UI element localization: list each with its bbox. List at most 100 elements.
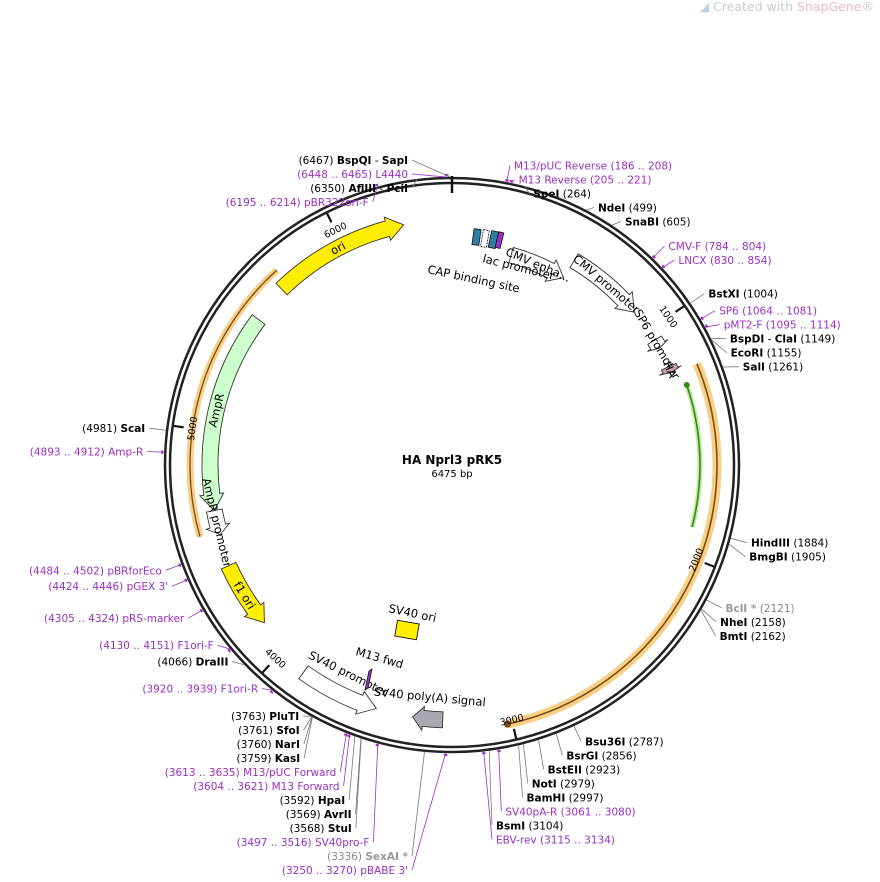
sv40-ori-glyph	[394, 619, 420, 641]
site-name: BsmI	[496, 820, 525, 832]
site-pos: (4893 .. 4912)	[30, 446, 105, 458]
tick-6000	[326, 212, 333, 223]
site-name: BamHI	[527, 792, 566, 804]
leader-line	[701, 608, 717, 623]
site-label-sv40pa-r: SV40pA-R (3061 .. 3080)	[505, 806, 635, 818]
site-pos: (3604 .. 3621)	[193, 781, 268, 793]
site-pos: (3115 .. 3134)	[540, 834, 615, 846]
site-label-l4440: (6448 .. 6465) L4440	[297, 169, 408, 181]
leader-line	[348, 736, 356, 801]
site-pos: (3568)	[290, 823, 325, 835]
leader-line	[690, 293, 705, 304]
site-label-nari: (3760) NarI	[237, 739, 300, 751]
site-label-lncx: LNCX (830 .. 854)	[678, 255, 771, 267]
leader-line	[488, 750, 493, 826]
cmv-enhancer-arrow	[508, 246, 565, 282]
site-pos: (1155)	[767, 348, 802, 360]
site-pos: (4066)	[157, 656, 192, 668]
site-pos: (2997)	[569, 792, 604, 804]
leader-line	[555, 733, 563, 756]
site-label-prs-marker: (4305 .. 4324) pRS-marker	[44, 613, 185, 625]
site-name: BmgBI	[749, 552, 787, 564]
plasmid-length: 6475 bp	[431, 469, 472, 480]
orf-line	[507, 363, 718, 725]
cds-line	[685, 384, 701, 528]
site-name: M13/pUC Forward	[243, 767, 336, 779]
site-label-bamhi: BamHI (2997)	[527, 792, 604, 804]
site-label-f1ori-f: (4130 .. 4151) F1ori-F	[99, 640, 214, 652]
site-label-pbrforeco: (4484 .. 4502) pBRforEco	[29, 565, 162, 577]
site-label-pmt2-f: pMT2-F (1095 .. 1114)	[724, 320, 841, 332]
primer-mark	[227, 648, 232, 653]
site-name: BstEII	[548, 764, 582, 776]
site-name: SV40pro-F	[315, 837, 369, 849]
site-pos: (1149)	[800, 334, 835, 346]
site-name: F1ori-F	[178, 640, 214, 652]
site-pos: (2856)	[602, 750, 637, 762]
leader-line	[585, 207, 595, 211]
leader-line	[611, 221, 622, 226]
site-name: DraIII	[196, 656, 229, 668]
site-pos: (2162)	[751, 631, 786, 643]
site-pos: (6467)	[299, 155, 334, 167]
site-pos: (6350)	[310, 183, 345, 195]
site-name: AflIII	[348, 183, 376, 195]
primer-mark	[184, 578, 188, 583]
primer-mark	[375, 743, 380, 747]
site-name: SexAI *	[365, 851, 408, 863]
leader-line	[706, 599, 722, 609]
leader-line	[232, 661, 245, 666]
site-label-ndei: NdeI (499)	[598, 203, 657, 215]
leader-line	[498, 749, 502, 812]
site-label-sp6: SP6 (1064 .. 1081)	[719, 306, 817, 318]
site-name: pGEX 3'	[127, 581, 169, 593]
f1-ori-arrow	[220, 561, 265, 624]
site-name: M13 Forward	[272, 781, 340, 793]
primer-mark	[199, 608, 203, 613]
site-name: PluTI	[269, 711, 299, 723]
site-label-avrii: (3569) AvrII	[286, 809, 352, 821]
site-label-spei: SpeI (264)	[533, 189, 591, 201]
tick-1000	[674, 305, 685, 313]
leader-line	[518, 745, 523, 798]
site-pos: (4424 .. 4446)	[48, 581, 123, 593]
site-label-f1ori-r: (3920 .. 3939) F1ori-R	[142, 683, 258, 695]
site-pos: (1261)	[768, 362, 803, 374]
leader-lines	[147, 159, 748, 871]
leader-line	[411, 178, 418, 189]
leader-line	[217, 644, 231, 650]
ha-tag-label: HA	[660, 359, 680, 380]
site-name: BspQI	[337, 155, 372, 167]
site-name: BspDI	[730, 334, 764, 346]
site-label-hpai: (3592) HpaI	[280, 795, 346, 807]
cmv-promoter-arrow	[569, 253, 635, 313]
site-name: SpeI	[533, 189, 559, 201]
leader-line	[728, 543, 746, 557]
site-name: SV40pA-R	[505, 806, 557, 818]
site-name: CMV-F	[668, 241, 701, 253]
site-label-pbr322ori-f: (6195 .. 6214) pBR322ori-F	[226, 197, 369, 209]
site-labels: M13/pUC Reverse (186 .. 208)M13 Reverse …	[29, 155, 841, 877]
snapgene-watermark: ◢ Created with SnapGene®	[699, 0, 875, 14]
primer-mark	[374, 183, 379, 187]
primer-mark	[346, 734, 351, 738]
site-label-m13-forward: (3604 .. 3621) M13 Forward	[193, 781, 339, 793]
site-name: NdeI	[598, 203, 625, 215]
site-label-kasi: (3759) KasI	[237, 753, 301, 765]
m13-fwd-label: M13 fwd	[354, 644, 405, 671]
leader-line	[711, 339, 727, 353]
site-name: BsrGI	[566, 750, 598, 762]
site-label-sfoi: (3761) SfoI	[238, 725, 300, 737]
leader-line	[355, 738, 362, 815]
cmv-promoter-label: CMV promoter	[570, 252, 642, 317]
leader-line	[262, 688, 273, 691]
site-label-bspqi: (6467) BspQI - SapI	[299, 155, 408, 167]
site-name: NotI	[532, 778, 557, 790]
site-pos: (4305 .. 4324)	[44, 613, 119, 625]
watermark-logo-icon: ◢	[699, 0, 710, 14]
leader-line	[149, 427, 167, 431]
ori-arrow	[275, 216, 405, 296]
site-name: pBR322ori-F	[304, 197, 369, 209]
site-pos: (6195 .. 6214)	[226, 197, 301, 209]
site-name: M13 Reverse	[519, 175, 587, 187]
